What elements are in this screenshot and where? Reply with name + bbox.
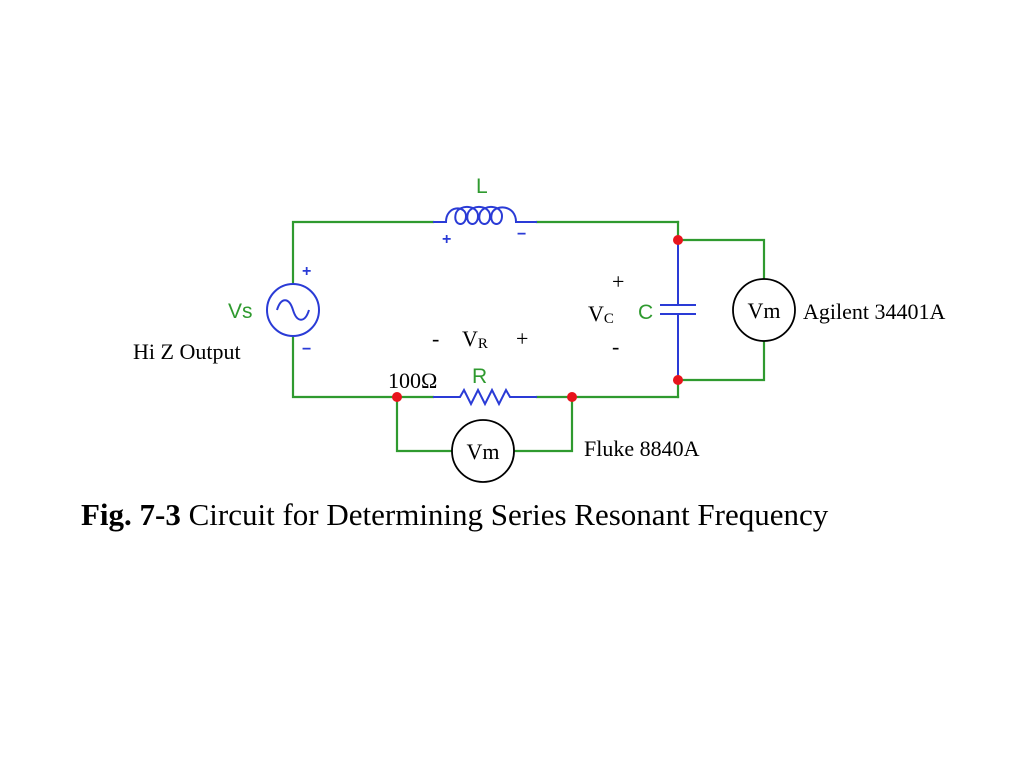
- source-note: Hi Z Output: [133, 339, 241, 364]
- ac-source-circle: [266, 283, 320, 337]
- vc-minus: -: [612, 334, 619, 359]
- source-plus: +: [302, 263, 311, 280]
- sine-wave-icon: [276, 299, 310, 321]
- nodes: [392, 235, 683, 402]
- vr-sub: R: [478, 336, 488, 352]
- figure-caption: Fig. 7-3 Circuit for Determining Series …: [81, 497, 981, 533]
- figure-caption-text: Circuit for Determining Series Resonant …: [180, 497, 829, 532]
- node-dot: [673, 375, 683, 385]
- source-label: Vs: [228, 300, 253, 323]
- meter-bottom: Vm: [451, 419, 515, 483]
- vc-plus: +: [612, 269, 624, 294]
- vc-sub: C: [604, 311, 614, 327]
- wire-bottom-meter-left: [395, 395, 454, 453]
- inductor-coil: [433, 206, 537, 225]
- meter-right-label: Vm: [748, 298, 781, 323]
- node-dot: [673, 235, 683, 245]
- meter-right-circle: [732, 278, 796, 342]
- wire-bottom-left: [291, 336, 435, 399]
- wire-top-left: [291, 220, 435, 285]
- node-dot: [392, 392, 402, 402]
- meter-bottom-model: Fluke 8840A: [584, 436, 700, 461]
- vc-label: VC: [588, 301, 614, 327]
- meter-right-model: Agilent 34401A: [803, 299, 945, 324]
- inductor-label: L: [476, 175, 488, 198]
- capacitor-label: C: [638, 301, 653, 324]
- wire-bottom-meter-right: [512, 395, 574, 453]
- vr-main: V: [462, 326, 478, 351]
- vr-label: VR: [462, 326, 488, 352]
- resistor-zigzag: [433, 387, 537, 407]
- inductor: [433, 206, 537, 225]
- inductor-plus: +: [442, 231, 451, 248]
- vr-plus: +: [516, 326, 528, 351]
- ac-source: [266, 283, 320, 337]
- source-minus: −: [302, 341, 311, 358]
- meter-bottom-circle: [451, 419, 515, 483]
- wire-right-meter-top: [676, 238, 766, 281]
- node-dot: [567, 392, 577, 402]
- vc-main: V: [588, 301, 604, 326]
- figure-number: Fig. 7-3: [81, 497, 181, 532]
- resistor-label: R: [472, 365, 487, 388]
- meter-bottom-label: Vm: [467, 439, 500, 464]
- resistor-value: 100Ω: [388, 368, 437, 393]
- vr-minus: -: [432, 326, 439, 351]
- wires: [291, 220, 766, 453]
- inductor-minus: −: [517, 226, 526, 243]
- capacitor: [660, 240, 696, 380]
- wire-right-meter-bottom: [676, 340, 766, 382]
- meter-right: Vm: [732, 278, 796, 342]
